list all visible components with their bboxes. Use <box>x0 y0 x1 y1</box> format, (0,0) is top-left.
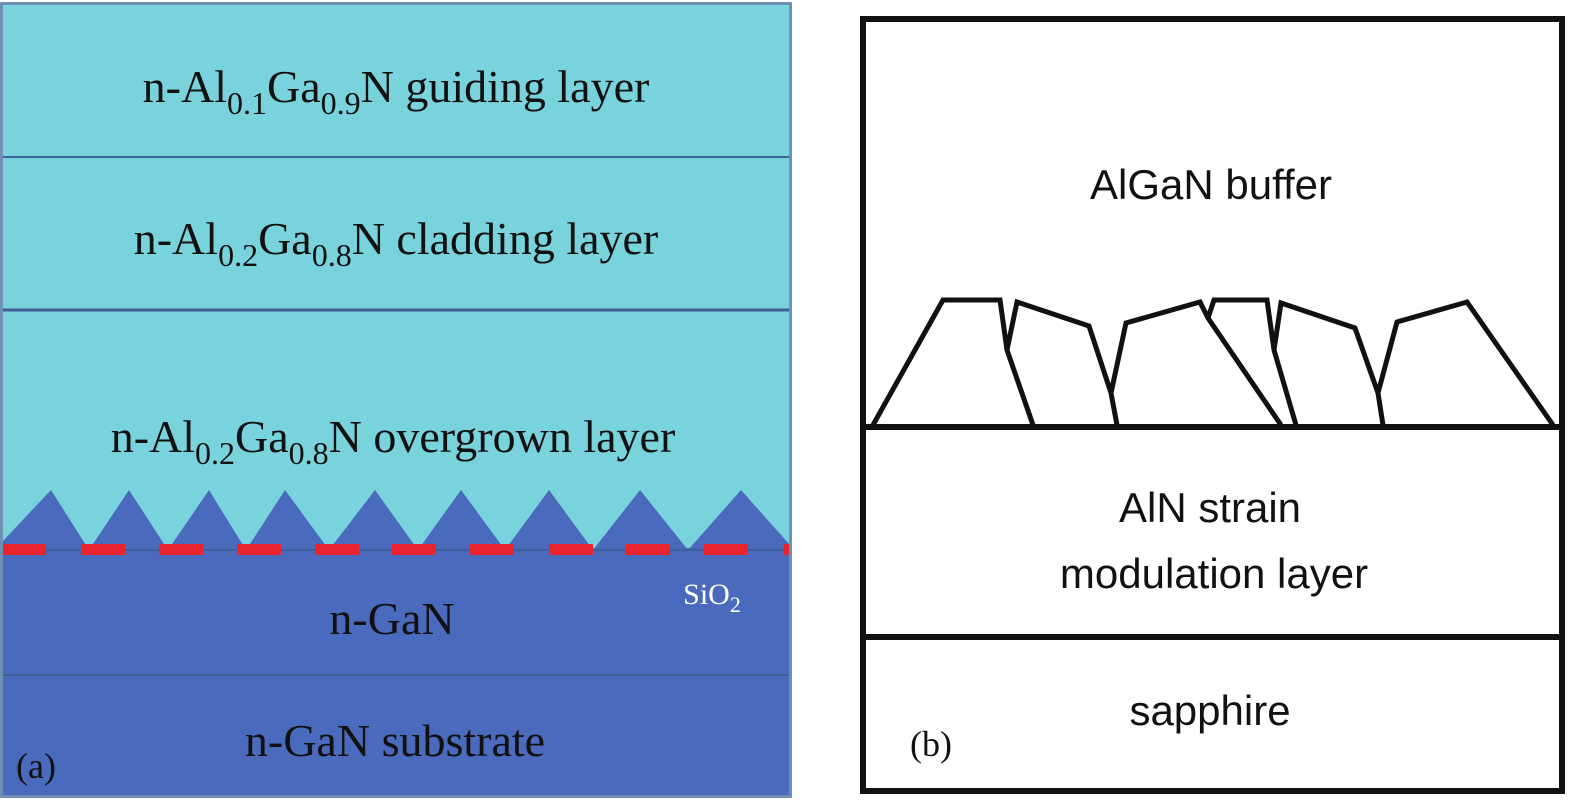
algan-light-region <box>2 4 790 550</box>
layer-label-ngan-substrate: n-GaN substrate <box>245 715 545 766</box>
crystallite-5 <box>1271 299 1386 426</box>
sio2-label: SiO2 <box>683 578 741 617</box>
layer-label-aln-line1: AlN strain <box>1119 484 1301 531</box>
sio2-mask-stripe <box>237 544 281 555</box>
panel-a-label: (a) <box>16 746 56 786</box>
crystallite-4 <box>1205 297 1299 426</box>
crystallite-2 <box>1004 298 1120 426</box>
crystallite-3 <box>1108 299 1284 427</box>
layer-label-sapphire: sapphire <box>1129 687 1290 734</box>
sio2-mask-stripe <box>470 544 514 555</box>
panel-a-border <box>0 2 792 798</box>
sio2-mask-stripe <box>81 544 125 555</box>
sio2-mask-stripe <box>704 544 748 555</box>
layer-label-ngan: n-GaN <box>329 593 454 644</box>
gan-dark-region <box>2 548 790 796</box>
panel-a: n-Al0.1Ga0.9N guiding layer n-Al0.2Ga0.8… <box>0 2 792 798</box>
sio2-mask-stripe <box>315 544 359 555</box>
crystallite-1 <box>870 297 1036 427</box>
panel-b-border <box>860 16 1565 794</box>
sio2-mask-stripe <box>159 544 203 555</box>
layer-label-aln-line2: modulation layer <box>1060 550 1368 597</box>
layer-label-guiding: n-Al0.1Ga0.9N guiding layer <box>143 61 650 121</box>
sio2-mask-stripe <box>549 544 593 555</box>
layer-label-cladding: n-Al0.2Ga0.8N cladding layer <box>134 213 659 273</box>
panel-b-label: (b) <box>910 724 952 764</box>
sio2-mask-stripe <box>784 544 790 555</box>
layer-label-algan-buffer: AlGaN buffer <box>1090 161 1332 208</box>
sio2-mask-stripe <box>2 544 46 555</box>
sio2-mask-stripe <box>392 544 436 555</box>
crystallite-6 <box>1375 299 1556 427</box>
sio2-mask-stripes <box>2 544 790 555</box>
gan-pyramid-teeth <box>2 490 790 550</box>
sio2-mask-stripe <box>626 544 670 555</box>
panel-b: AlGaN buffer AlN strain modulation layer… <box>860 16 1565 794</box>
layer-label-overgrown: n-Al0.2Ga0.8N overgrown layer <box>111 411 676 471</box>
algan-crystallites <box>870 297 1556 427</box>
